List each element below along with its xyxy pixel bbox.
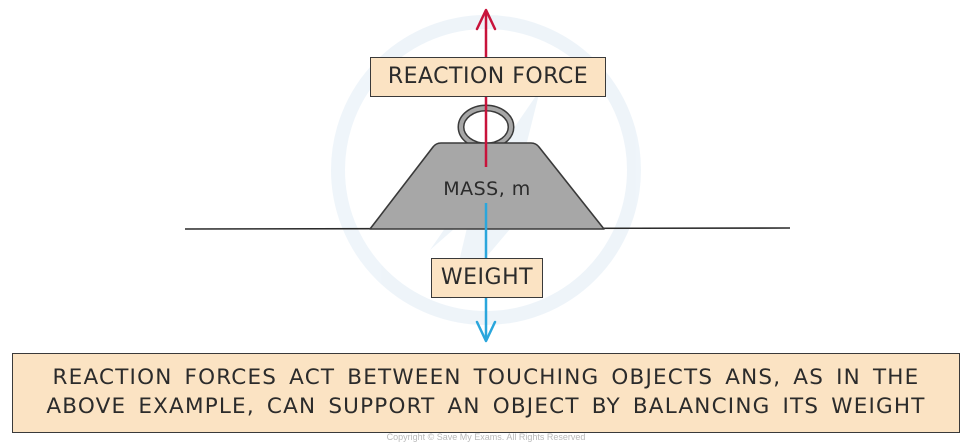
caption-box: REACTION FORCES ACT BETWEEN TOUCHING OBJ…: [12, 353, 960, 433]
weight-label: WEIGHT: [431, 258, 543, 298]
mass-body: [369, 142, 605, 230]
caption-line-1: REACTION FORCES ACT BETWEEN TOUCHING OBJ…: [52, 365, 920, 390]
caption-line-2: ABOVE EXAMPLE, CAN SUPPORT AN OBJECT BY …: [46, 394, 926, 419]
copyright-notice: Copyright © Save My Exams. All Rights Re…: [386, 432, 586, 442]
reaction-force-arrow: [475, 8, 497, 167]
weight-arrow: [475, 203, 497, 343]
mass-label: MASS, m: [443, 178, 531, 200]
reaction-force-label: REACTION FORCE: [370, 57, 606, 97]
